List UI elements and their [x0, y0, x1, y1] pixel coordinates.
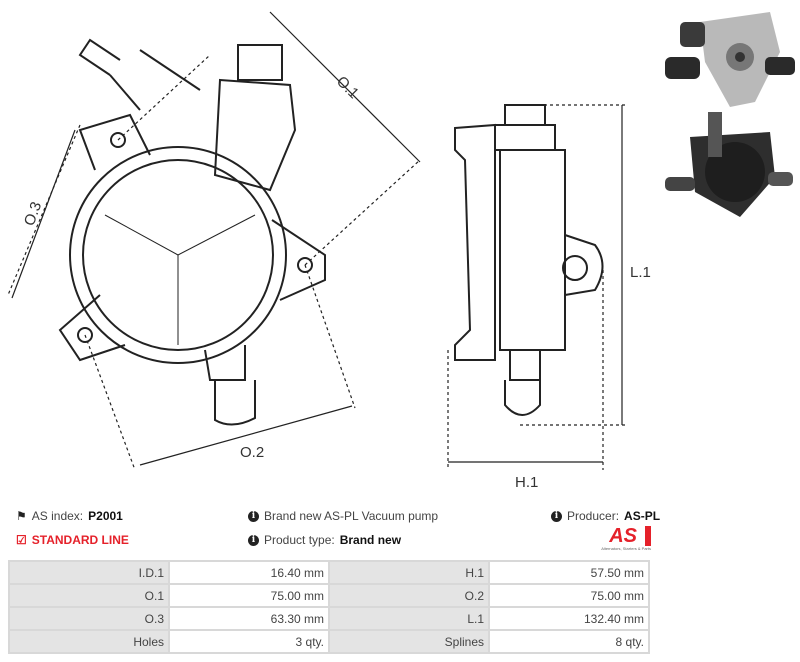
- as-index-label: AS index:: [31, 509, 84, 523]
- product-type: i Product type: Brand new: [248, 533, 401, 547]
- product-type-value: Brand new: [339, 533, 402, 547]
- product-photo-front: [665, 112, 793, 217]
- dimension-label-o1: O.1: [333, 73, 362, 102]
- product-photos: [665, 12, 795, 217]
- info-icon: i: [248, 510, 259, 522]
- description: i Brand new AS-PL Vacuum pump: [248, 509, 438, 523]
- tags-icon: ⚑: [16, 509, 27, 523]
- dimension-label-l1: L.1: [630, 264, 651, 281]
- standard-line-label: STANDARD LINE: [31, 533, 129, 547]
- producer-label: Producer:: [567, 509, 620, 523]
- description-text: Brand new AS-PL Vacuum pump: [264, 509, 439, 523]
- dimension-label-o3: O.3: [21, 200, 45, 229]
- as-index: ⚑ AS index: P2001: [16, 509, 123, 523]
- standard-line-badge: ☑ STANDARD LINE: [16, 533, 129, 547]
- product-photo-back: [665, 12, 795, 107]
- producer-value: AS-PL: [624, 509, 661, 523]
- technical-drawing: O.1 O.3 O.2 L.1 H.1: [7, 11, 651, 491]
- checkbox-icon: ☑: [16, 533, 27, 547]
- dimension-label-h1: H.1: [515, 474, 538, 491]
- producer: i Producer: AS-PL: [551, 509, 660, 523]
- as-index-value: P2001: [88, 509, 123, 523]
- dimension-label-o2: O.2: [240, 444, 264, 461]
- product-type-label: Product type:: [264, 533, 335, 547]
- as-pl-logo: AS Alternators, Starters & Parts: [585, 526, 651, 551]
- info-icon: i: [248, 534, 259, 546]
- info-icon: i: [551, 510, 562, 522]
